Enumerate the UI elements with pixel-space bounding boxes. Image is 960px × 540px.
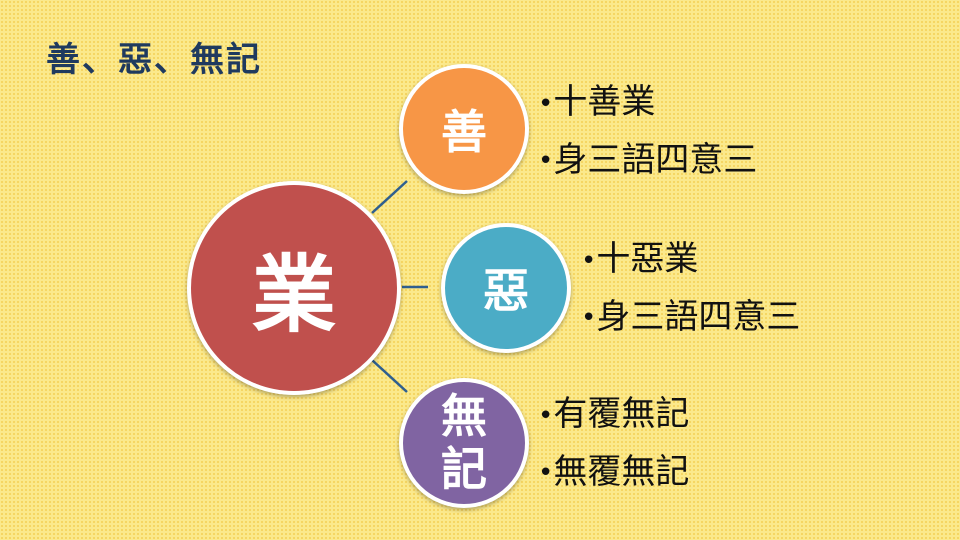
- good-list: 十善業 身三語四意三: [538, 74, 757, 189]
- connector-good: [371, 180, 408, 214]
- bad-list: 十惡業 身三語四意三: [581, 231, 800, 346]
- list-item: 有覆無記: [538, 386, 689, 444]
- slide-title: 善、惡、無記: [46, 40, 262, 80]
- neutral-list: 有覆無記 無覆無記: [538, 386, 689, 501]
- list-item: 十惡業: [581, 231, 800, 289]
- center-circle-karma: 業: [187, 181, 401, 395]
- circle-good: 善: [399, 64, 529, 194]
- bad-label: 惡: [483, 264, 529, 318]
- list-item: 身三語四意三: [581, 289, 800, 347]
- circle-neutral: 無 記: [399, 378, 529, 508]
- center-label: 業: [251, 245, 336, 344]
- list-item: 十善業: [538, 74, 757, 132]
- connector-neutral: [371, 359, 408, 393]
- list-item: 身三語四意三: [538, 132, 757, 190]
- good-label: 善: [441, 105, 487, 159]
- circle-bad: 惡: [441, 223, 571, 353]
- neutral-label-1: 無: [441, 389, 487, 444]
- neutral-label-2: 記: [441, 442, 487, 496]
- list-item: 無覆無記: [538, 444, 689, 502]
